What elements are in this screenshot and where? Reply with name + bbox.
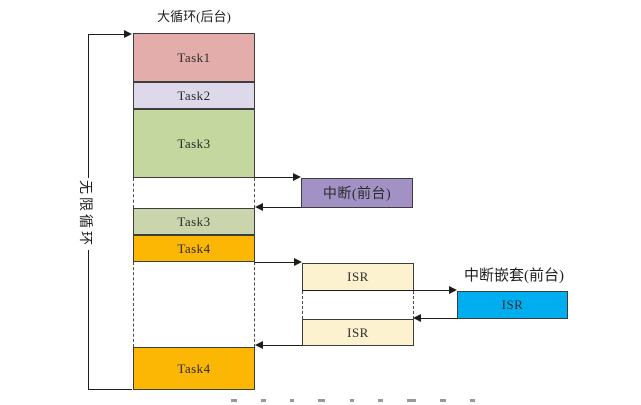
nested-entry-line [302, 290, 450, 291]
nested-interrupt-title: 中断嵌套(前台) [464, 268, 564, 284]
task3-resume-box: Task3 [133, 208, 255, 235]
isr-suspended-right-dashed [413, 291, 414, 319]
suspended-edge-left-dashed-1 [133, 178, 134, 208]
isr-entry-arrowhead-icon [294, 258, 302, 266]
cropped-caption-marks [231, 399, 475, 403]
isr-entry-line [255, 262, 295, 263]
isr-return-line [263, 345, 302, 346]
suspended-edge-right-dashed-2 [254, 262, 255, 347]
task4-resume-box: Task4 [133, 347, 255, 390]
interrupt-entry-line [255, 177, 293, 178]
interrupt-entry-arrowhead-icon [293, 173, 301, 181]
isr-return-arrowhead-icon [255, 341, 263, 349]
loop-vertical-line-upper [88, 34, 89, 178]
suspended-edge-right-dashed-1 [254, 178, 255, 208]
loop-bottom-line [88, 389, 132, 390]
interrupt-return-line [263, 207, 301, 208]
interrupt-return-arrowhead-icon [255, 203, 263, 211]
task1-box: Task1 [133, 33, 255, 82]
nested-return-arrowhead-icon [413, 314, 421, 322]
nested-isr-box: ISR [457, 291, 568, 319]
suspended-edge-left-dashed-2 [133, 262, 134, 347]
nested-return-line [421, 318, 457, 319]
task2-box: Task2 [133, 82, 255, 109]
loop-vertical-line-lower [88, 250, 89, 389]
interrupt-box: 中断(前台) [301, 178, 413, 208]
isr-suspended-left-dashed [302, 291, 303, 319]
task3-box: Task3 [133, 109, 255, 178]
loop-top-arrowhead-icon [124, 30, 132, 38]
nested-entry-arrowhead-icon [449, 286, 457, 294]
loop-top-line [88, 34, 125, 35]
isr-box-2: ISR [302, 319, 414, 346]
background-title: 大循环(后台) [157, 9, 231, 24]
isr-box-1: ISR [302, 263, 414, 291]
task4-box: Task4 [133, 235, 255, 262]
